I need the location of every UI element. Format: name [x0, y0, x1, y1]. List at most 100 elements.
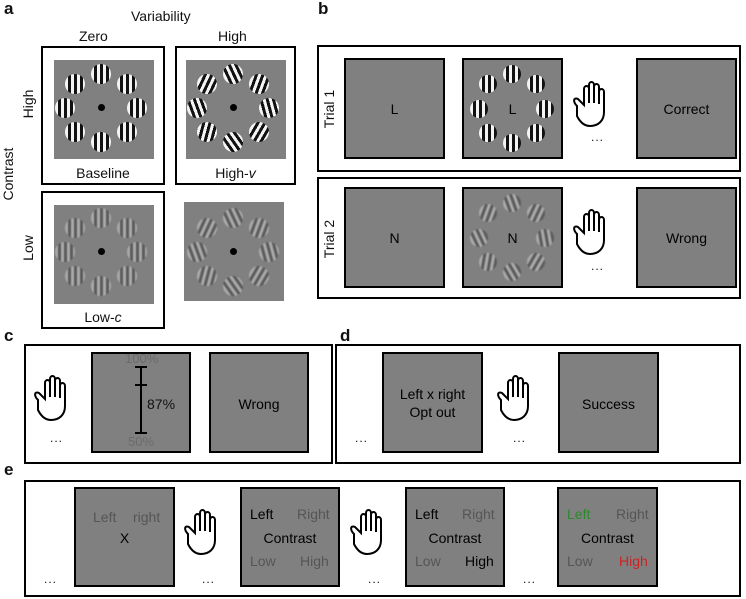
- confidence-scale-top-tick: [135, 366, 147, 368]
- trial-1-gabor: [527, 75, 545, 93]
- baseline-gabor: [117, 74, 137, 94]
- trial-1-gabor: [479, 124, 497, 142]
- low-c-gabor: [117, 218, 137, 238]
- panel-e-ellipsis-1: ...: [44, 572, 58, 586]
- trial-1-letter: L: [390, 101, 399, 117]
- hand-response-icon: [497, 375, 529, 422]
- low-c-caption-main: Low-: [84, 309, 115, 325]
- trial-1-ellipsis: ...: [591, 130, 605, 144]
- trial-1-gabor: [479, 75, 497, 93]
- option-contrast: Contrast: [581, 530, 634, 546]
- panel-c-feedback: Wrong: [238, 396, 280, 412]
- trial-1-gabor: [503, 134, 521, 152]
- panel-a-label: a: [4, 0, 14, 18]
- option-low: Low: [567, 553, 593, 569]
- column-high-label: High: [218, 28, 247, 44]
- row-high-label: High: [20, 89, 36, 119]
- trial-2-ellipsis: ...: [591, 259, 605, 273]
- low-c-gabor: [65, 266, 85, 286]
- confidence-scale-bar: [140, 366, 142, 434]
- trial-1-gabor: [470, 100, 488, 118]
- low-c-gabor: [91, 208, 111, 228]
- variability-title: Variability: [131, 8, 191, 24]
- option-right: Right: [462, 506, 495, 522]
- low-c-fixation-dot: [98, 248, 105, 255]
- baseline-fixation-dot: [98, 104, 105, 111]
- trial-1-feedback: Correct: [663, 101, 710, 117]
- panel-d-ellipsis-right: ...: [513, 431, 527, 445]
- option-high: High: [300, 553, 329, 569]
- panel-d-ellipsis-left: ...: [355, 431, 369, 445]
- panel-b-label: b: [318, 0, 329, 18]
- low-c-gabor: [65, 218, 85, 238]
- high-v-fixation-dot: [230, 104, 237, 111]
- side-choice-right: right: [133, 509, 161, 525]
- row-low-label: Low: [20, 235, 36, 261]
- panel-d-label: d: [340, 326, 351, 345]
- high-v-caption-main: High-: [215, 165, 249, 181]
- low-c-caption-var: c: [114, 309, 122, 325]
- trial-1-gabor: [527, 124, 545, 142]
- confidence-scale-bottom-tick: [135, 432, 147, 434]
- low-c-gabor: [117, 266, 137, 286]
- opt-out-choice-screen: Left x right Opt out: [382, 352, 483, 453]
- option-contrast: Contrast: [428, 530, 482, 546]
- trial-1-gabor: [503, 65, 521, 83]
- low-c-gabor: [55, 242, 75, 262]
- contrast-title: Contrast: [0, 147, 16, 201]
- dimension-choice-screen-2: Left Right Contrast Low High: [405, 487, 505, 587]
- trial-2-feedback: Wrong: [666, 230, 707, 246]
- hand-response-icon: [184, 509, 216, 556]
- trial-2-feedback-screen: Wrong: [636, 187, 737, 288]
- baseline-gabor: [127, 98, 147, 118]
- panel-c-label: c: [4, 326, 14, 345]
- side-choice-left: Left: [93, 509, 117, 525]
- option-left-correct: Left: [567, 506, 591, 522]
- option-high: High: [465, 553, 494, 569]
- choice-line-1: Left x right: [399, 386, 466, 402]
- baseline-gabor: [65, 122, 85, 142]
- baseline-gabor: [65, 74, 85, 94]
- trial-2-letter-screen: N: [344, 187, 445, 288]
- side-choice-x: X: [119, 530, 130, 546]
- hand-response-icon: [573, 81, 605, 128]
- panel-d-feedback-screen: Success: [558, 352, 659, 453]
- confidence-scale-bottom: 50%: [128, 434, 155, 449]
- baseline-gabor: [117, 122, 137, 142]
- trial-1-stimulus-letter: L: [508, 101, 517, 117]
- low-c-gabor: [127, 242, 147, 262]
- trial-2-label: Trial 2: [321, 219, 337, 259]
- high-v-caption-var: v: [248, 165, 256, 181]
- trial-1-feedback-screen: Correct: [636, 58, 737, 159]
- panel-c-ellipsis: ...: [50, 431, 64, 445]
- high-v-caption: High-v: [177, 166, 294, 180]
- low-c-caption: Low-c: [43, 310, 163, 324]
- confidence-scale-marker: [135, 384, 147, 386]
- trial-2-letter: N: [389, 230, 400, 246]
- confidence-scale-top: 100%: [125, 351, 159, 366]
- option-left: Left: [250, 506, 274, 522]
- dimension-choice-screen-1: Left Right Contrast Low High: [240, 487, 340, 587]
- confidence-value: 87%: [147, 396, 176, 412]
- panel-d-feedback: Success: [582, 396, 635, 412]
- panel-c-feedback-screen: Wrong: [209, 352, 309, 453]
- hand-response-icon: [573, 209, 605, 256]
- hand-response-icon: [350, 509, 382, 556]
- trial-2-stimulus-letter: N: [507, 230, 518, 246]
- baseline-gabor: [55, 98, 75, 118]
- option-low: Low: [250, 553, 276, 569]
- panel-e-ellipsis-2: ...: [202, 572, 216, 586]
- option-right: Right: [297, 506, 330, 522]
- trial-1-letter-screen: L: [344, 58, 445, 159]
- baseline-gabor: [91, 132, 111, 152]
- choice-line-2: Opt out: [409, 404, 456, 420]
- option-right: Right: [616, 506, 649, 522]
- panel-e-ellipsis-3: ...: [368, 572, 382, 586]
- low-c-high-v-fixation-dot: [230, 248, 237, 255]
- option-left: Left: [415, 506, 439, 522]
- side-choice-screen: Left right X: [74, 487, 175, 587]
- option-high-wrong: High: [619, 553, 648, 569]
- hand-response-icon: [34, 375, 66, 422]
- dimension-feedback-screen: Left Right Contrast Low High: [557, 487, 658, 587]
- baseline-caption: Baseline: [76, 165, 130, 181]
